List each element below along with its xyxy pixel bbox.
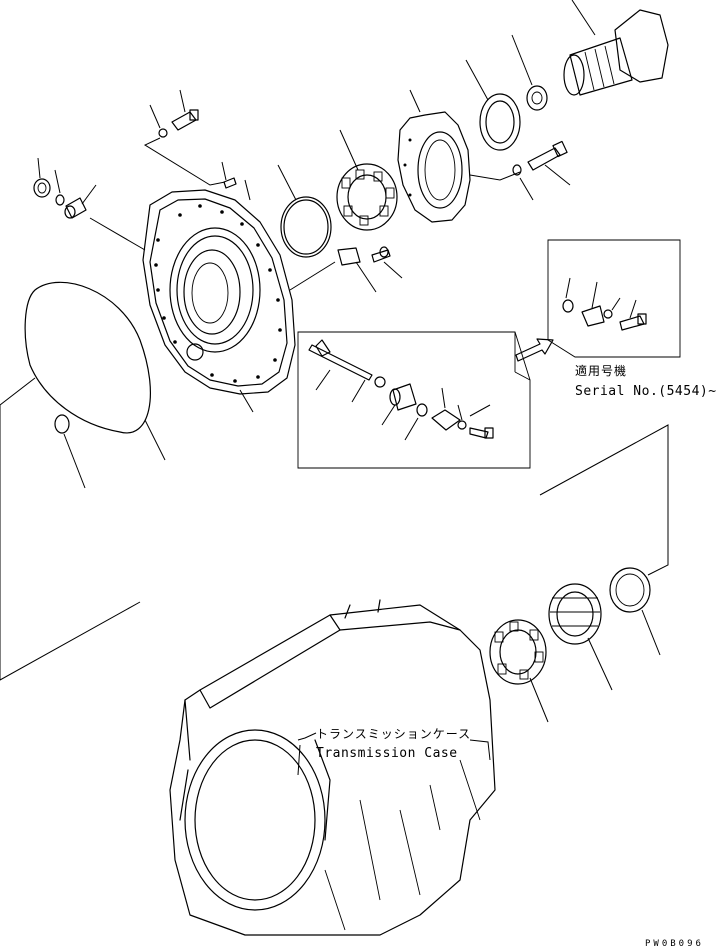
bearing-cage [397, 111, 471, 223]
case-label-jp: トランスミッションケース [316, 727, 471, 741]
lock-ring [609, 567, 651, 613]
leader-lines [0, 0, 669, 776]
detail-box-parts [547, 239, 681, 358]
taper-roller-bearing-upper [336, 163, 398, 231]
transmission-case [169, 599, 496, 936]
o-ring-small [54, 414, 70, 434]
case-label-en: Transmission Case [316, 746, 458, 761]
cover-plate [337, 246, 391, 266]
o-ring-upper [280, 196, 332, 258]
applicable-serial-jp: 適用号機 [575, 363, 627, 378]
gasket [24, 281, 151, 434]
lock-nut [548, 583, 602, 645]
upper-bolt [158, 109, 199, 138]
applicable-serial-en: Serial No.(5454)~ [575, 384, 717, 399]
thrust-ring [479, 93, 521, 151]
cage-bolt [512, 140, 568, 176]
output-flange [563, 9, 669, 96]
drawing-code: PW0B096 [645, 939, 704, 949]
nut [526, 85, 548, 111]
taper-roller-bearing-lower [489, 619, 547, 685]
rear-cover-housing [142, 189, 296, 395]
arrow-to-detail [515, 338, 554, 362]
plug [33, 178, 87, 219]
dowel-pin [223, 177, 237, 189]
inset-sensor-group [297, 331, 531, 469]
